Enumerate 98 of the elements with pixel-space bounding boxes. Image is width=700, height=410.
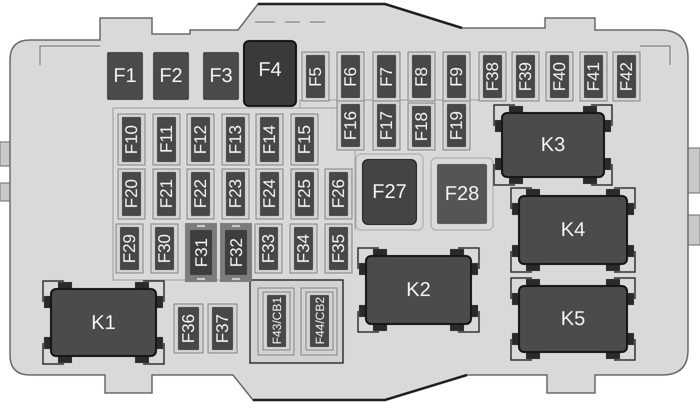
mini-fuse — [191, 172, 210, 216]
mini-fuse — [483, 55, 502, 98]
mini-fuse — [377, 104, 396, 147]
fuse-label: F14 — [261, 124, 278, 154]
fuse-label: F8 — [413, 66, 430, 86]
fuse-label: F32 — [228, 238, 244, 268]
fuse-label: F18 — [413, 112, 430, 142]
relay-label: K1 — [91, 312, 116, 332]
mini-fuse — [584, 55, 603, 98]
fuse-label: F22 — [192, 179, 209, 209]
fuse-label: F37 — [214, 314, 231, 344]
relay-label: K4 — [560, 220, 586, 240]
fuse — [203, 52, 239, 100]
fuse-label: F44/CB2 — [314, 297, 326, 345]
fuse-label: F25 — [296, 179, 313, 209]
mini-fuse — [157, 172, 176, 216]
fuse — [225, 230, 247, 275]
mini-fuse — [212, 307, 233, 350]
fuse-label: F11 — [158, 125, 175, 154]
relay — [365, 255, 472, 325]
fuse-label: F20 — [123, 179, 140, 209]
mini-fuse — [294, 227, 313, 270]
mini-fuse — [155, 227, 174, 270]
fuse-label: F38 — [484, 62, 501, 92]
mini-fuse — [259, 227, 278, 270]
mini-fuse — [191, 117, 210, 162]
fuse-label: F30 — [156, 234, 173, 264]
mini-fuse — [122, 117, 141, 162]
fuse-label: F12 — [192, 124, 209, 154]
fuse — [107, 52, 143, 100]
mini-fuse — [377, 55, 396, 98]
mini-fuse — [260, 117, 279, 162]
mini-fuse — [329, 227, 348, 270]
mini-fuse — [329, 172, 348, 216]
fuse-label: F23 — [227, 179, 244, 209]
fuse-label: F3 — [209, 66, 233, 86]
fuse-label: F28 — [444, 184, 480, 204]
fuse-label: F43/CB1 — [270, 297, 282, 345]
relay — [518, 195, 628, 265]
mini-fuse — [306, 55, 325, 98]
fuse-label: F19 — [448, 110, 465, 140]
fuse-label: F29 — [121, 234, 138, 264]
fuse-label: F16 — [342, 110, 359, 140]
mini-fuse — [260, 172, 279, 216]
fuse-label: F24 — [261, 179, 278, 209]
mini-fuse — [178, 307, 199, 350]
mini-fuse — [157, 117, 176, 162]
fuse-label: F13 — [227, 124, 244, 154]
fuse-label: F42 — [618, 62, 635, 92]
relay — [518, 285, 628, 353]
mini-fuse — [447, 104, 466, 147]
mini-fuse — [295, 117, 314, 162]
relay — [50, 288, 157, 357]
fuse-label: F36 — [180, 314, 197, 344]
mini-fuse — [412, 106, 431, 147]
relay-label: K5 — [560, 309, 586, 329]
fuse-label: F31 — [192, 238, 210, 268]
mini-fuse — [412, 55, 431, 98]
relay-label: K3 — [540, 135, 566, 155]
mini-fuse — [295, 172, 314, 216]
fuse-label: F5 — [307, 66, 324, 86]
fuse — [437, 164, 487, 224]
fuse-label: F39 — [517, 62, 534, 92]
circuit-breaker — [310, 295, 329, 347]
mini-fuse — [550, 55, 569, 98]
mini-fuse — [617, 55, 636, 98]
mini-fuse — [120, 227, 139, 270]
mini-fuse — [122, 172, 141, 216]
fuse-label: F7 — [378, 66, 395, 86]
mini-fuse — [226, 172, 245, 216]
fuse-label: F27 — [372, 182, 407, 202]
fuse-label: F10 — [123, 124, 140, 154]
circuit-breaker — [267, 295, 286, 347]
mini-fuse — [341, 104, 360, 147]
fuse — [243, 40, 297, 107]
fuse-label: F40 — [551, 62, 568, 92]
fuse-label: F6 — [342, 66, 359, 86]
fuse-label: F41 — [585, 62, 602, 92]
fuse-label: F1 — [113, 66, 137, 86]
fuse-label: F34 — [295, 234, 312, 264]
mini-fuse — [516, 55, 535, 98]
fuse-label: F26 — [330, 179, 347, 209]
fuse — [190, 230, 212, 275]
fuse — [153, 52, 189, 100]
fuse — [362, 159, 417, 225]
fuse-label: F35 — [330, 234, 347, 264]
mini-fuse — [341, 55, 360, 98]
fuse-label: F9 — [448, 66, 465, 86]
fuse-label: F21 — [158, 179, 175, 209]
mini-fuse — [447, 55, 466, 98]
relay-label: K2 — [406, 280, 431, 300]
fuse-label: F2 — [159, 66, 183, 86]
fuse-label: F4 — [258, 60, 282, 80]
relay — [501, 112, 605, 178]
fuse-label: F33 — [260, 234, 277, 264]
fuse-label: F17 — [378, 110, 395, 140]
fuse-label: F15 — [296, 124, 313, 154]
mini-fuse — [226, 117, 245, 162]
